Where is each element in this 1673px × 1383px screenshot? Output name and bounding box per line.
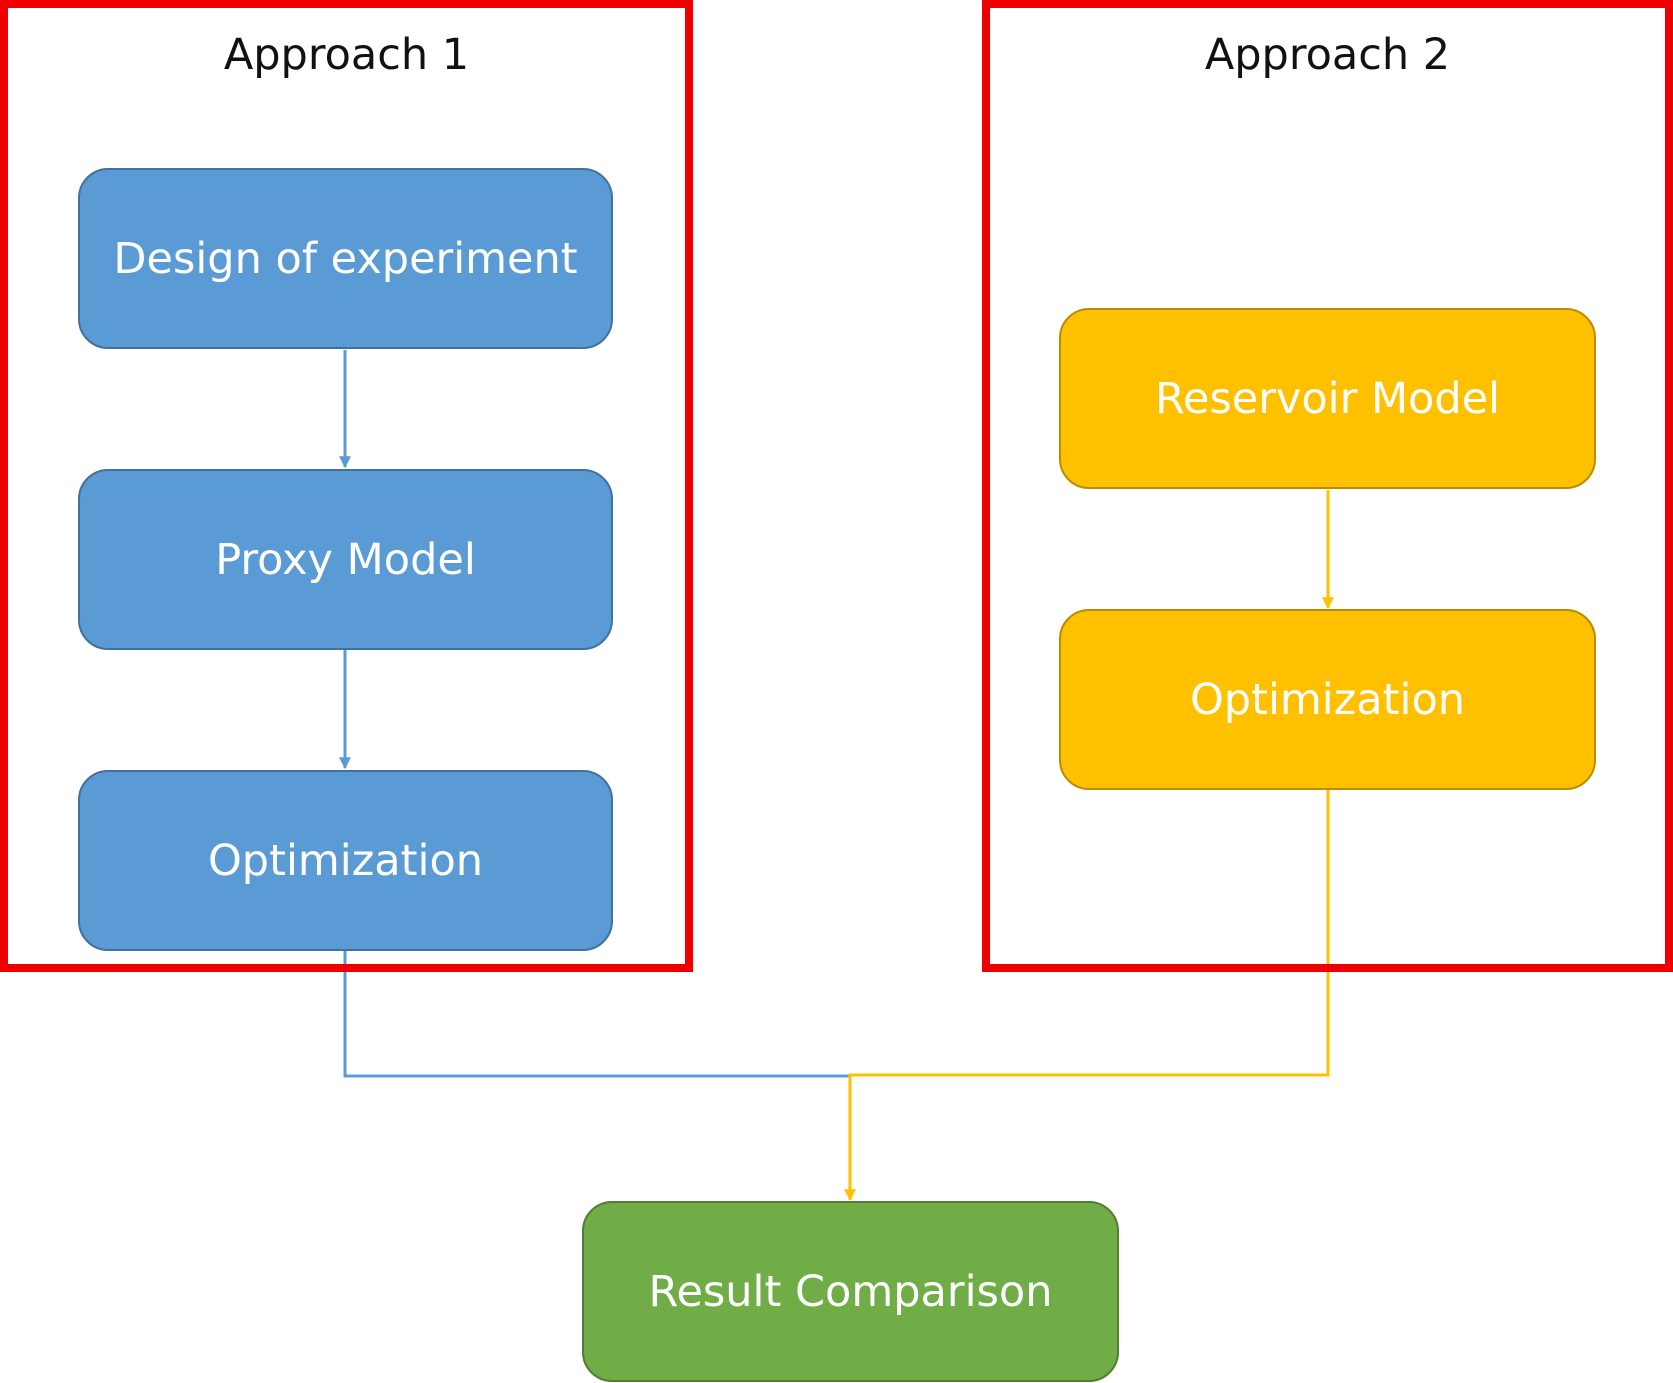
approach2-frame: Approach 2: [982, 0, 1673, 972]
node-proxy-model: Proxy Model: [78, 469, 613, 650]
node-result-comparison: Result Comparison: [582, 1201, 1119, 1382]
node-approach1-optimization: Optimization: [78, 770, 613, 951]
connector-approach1-to-result: [343, 950, 850, 1078]
approach1-title: Approach 1: [223, 30, 470, 80]
node-design-of-experiment: Design of experiment: [78, 168, 613, 349]
connector-approach2-to-result: [844, 790, 1330, 1202]
node-reservoir-model: Reservoir Model: [1059, 308, 1596, 489]
node-approach2-optimization: Optimization: [1059, 609, 1596, 790]
approach2-title: Approach 2: [1204, 30, 1451, 80]
approach1-frame: Approach 1: [0, 0, 693, 972]
